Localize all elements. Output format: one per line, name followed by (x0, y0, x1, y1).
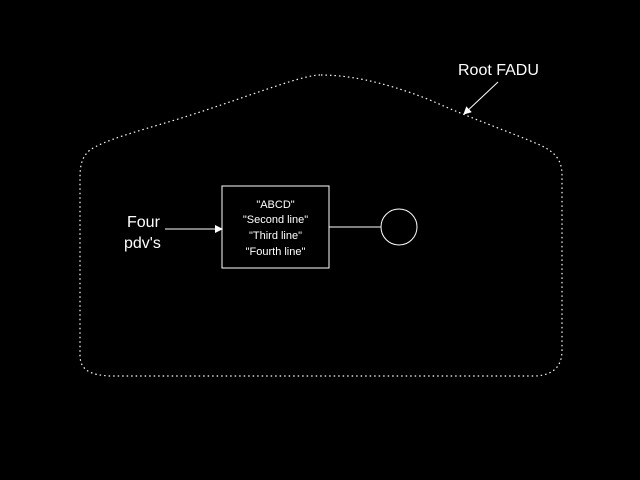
input-label-line2: pdv's (124, 235, 161, 252)
root-fadu-outline (79, 74, 563, 377)
pdv-line-1: "ABCD" (256, 199, 294, 211)
pdv-line-2: "Second line" (243, 214, 308, 226)
pdv-line-4: "Fourth line" (246, 246, 306, 258)
input-label-line1: Four (127, 214, 161, 231)
pdv-line-3: "Third line" (249, 230, 302, 242)
root-fadu-pointer-arrow (463, 81, 499, 115)
node-circle (380, 208, 418, 246)
root-fadu-label: Root FADU (458, 62, 539, 79)
